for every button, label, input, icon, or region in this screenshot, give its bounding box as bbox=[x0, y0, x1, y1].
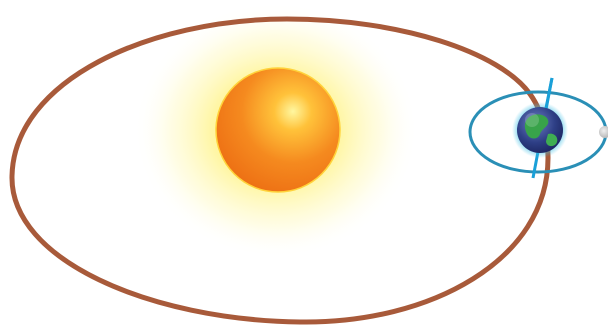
earth bbox=[517, 107, 563, 153]
earth-highlight bbox=[525, 113, 539, 127]
moon bbox=[599, 126, 608, 138]
sun bbox=[216, 68, 340, 192]
